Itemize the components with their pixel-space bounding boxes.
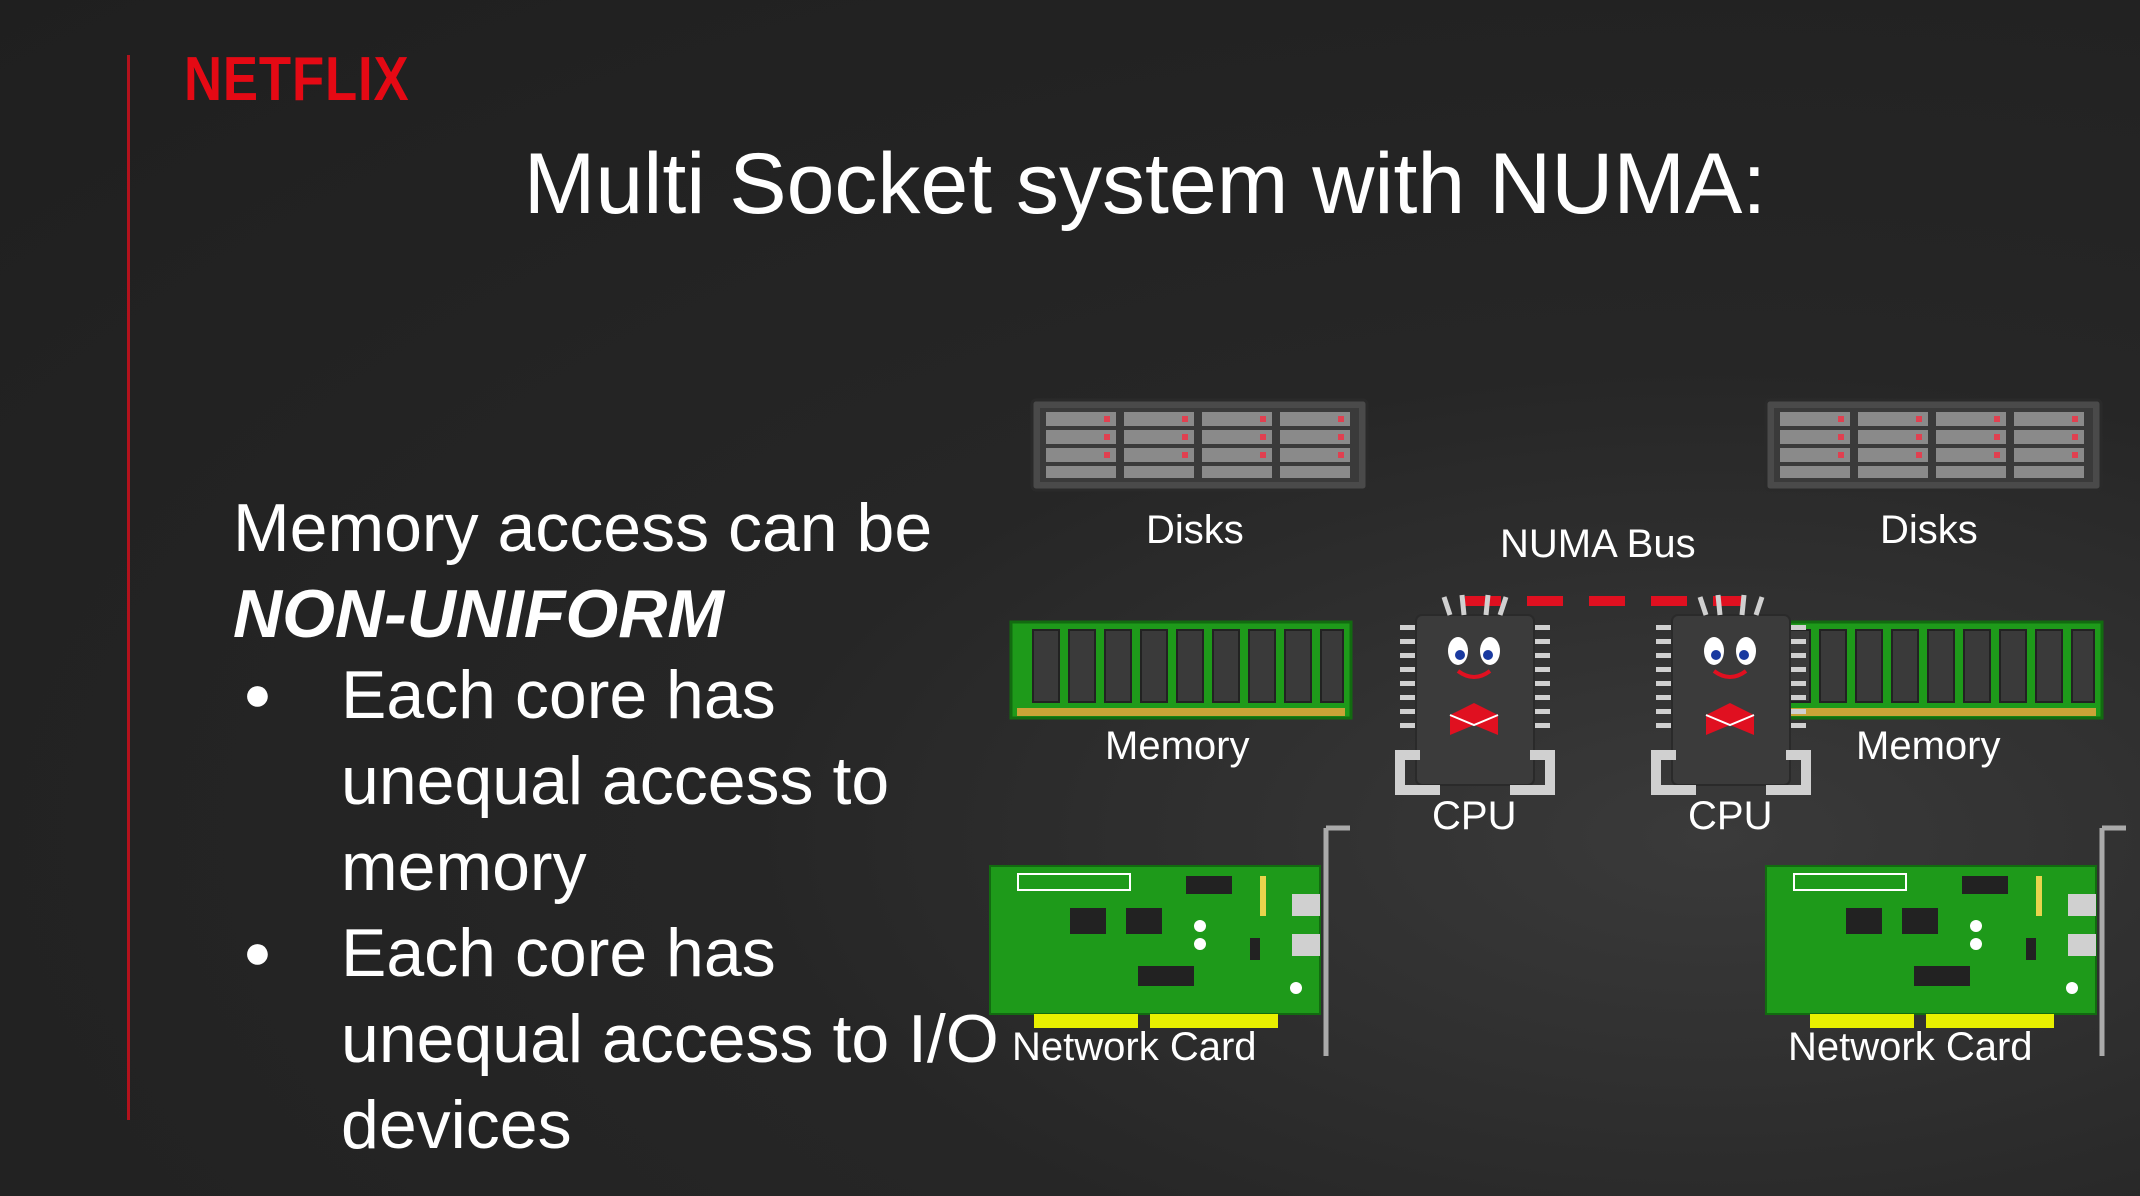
- right-disk-array: [1764, 398, 2103, 492]
- left-accent-line: [127, 55, 130, 1120]
- left-memory-module: [1009, 620, 1353, 720]
- right-memory-label: Memory: [1856, 724, 2001, 768]
- left-disk-array: [1030, 398, 1369, 492]
- lead-line: Memory access can be: [233, 490, 933, 566]
- left-disks-label: Disks: [1146, 508, 1244, 552]
- bullet-list: Each core has unequal access to memory E…: [243, 652, 1023, 1168]
- lead-emphasis: NON-UNIFORM: [233, 576, 725, 652]
- left-network-card: [990, 828, 1350, 1056]
- left-cpu-label: CPU: [1432, 794, 1517, 838]
- slide-title: Multi Socket system with NUMA:: [523, 136, 1767, 232]
- right-disks-label: Disks: [1880, 508, 1978, 552]
- right-cpu-label: CPU: [1688, 794, 1773, 838]
- right-cpu-chip: [1656, 595, 1806, 790]
- right-network-card: [1766, 828, 2126, 1056]
- right-network-label: Network Card: [1788, 1025, 2033, 1069]
- bullet-item: Each core has unequal access to I/O devi…: [243, 910, 1023, 1168]
- lead-text: Memory access can be NON-UNIFORM: [233, 485, 932, 657]
- netflix-logo: NETFLIX: [184, 45, 410, 114]
- right-memory-module: [1760, 620, 2104, 720]
- left-network-label: Network Card: [1012, 1025, 1257, 1069]
- numa-bus-label: NUMA Bus: [1500, 522, 1696, 566]
- bullet-item: Each core has unequal access to memory: [243, 652, 1023, 910]
- left-memory-label: Memory: [1105, 724, 1250, 768]
- left-cpu-chip: [1400, 595, 1550, 790]
